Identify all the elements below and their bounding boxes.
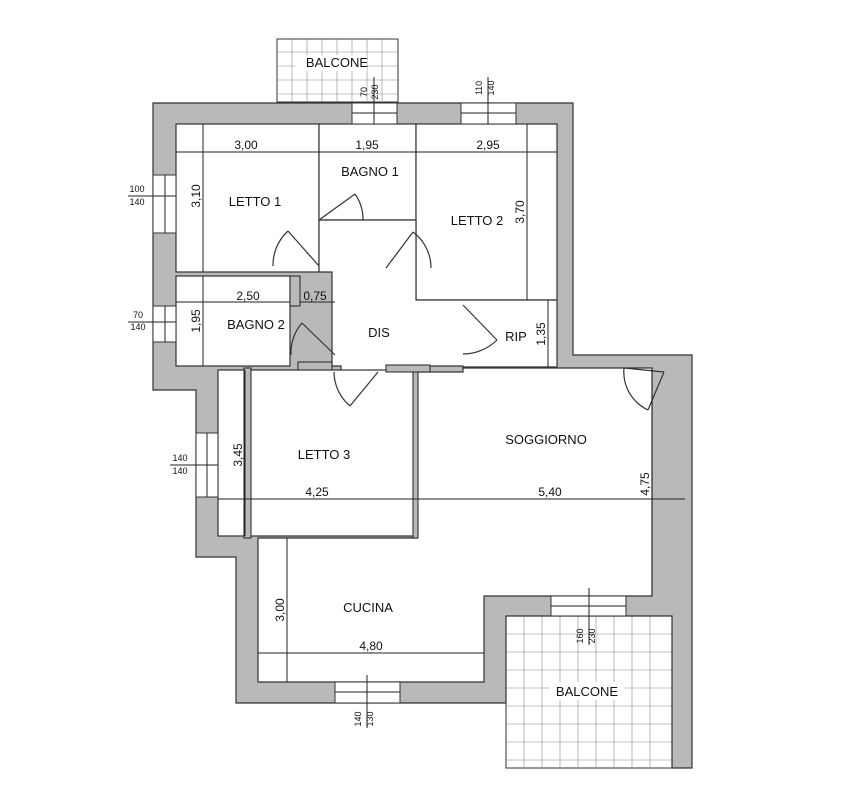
win-letto2-top: 110 <box>474 81 484 95</box>
win-soggiorno-bottom: 230 <box>587 628 597 643</box>
win-letto3-bottom: 140 <box>172 466 187 476</box>
win-bagno1-bottom: 230 <box>370 84 380 99</box>
win-cucina-bottom: 130 <box>365 711 375 726</box>
win-bagno2-top: 70 <box>133 310 143 320</box>
win-bagno1-top: 70 <box>359 87 369 97</box>
balcony-top <box>276 38 399 103</box>
win-cucina-top: 140 <box>353 711 363 726</box>
dim-bagno2-width: 2,50 <box>236 289 260 303</box>
dim-letto1-width: 3,00 <box>234 138 258 152</box>
room-label-letto-1: LETTO 1 <box>229 194 282 209</box>
room-label-soggiorno: SOGGIORNO <box>505 432 587 447</box>
dim-soggiorno-height: 4,75 <box>638 472 652 496</box>
doors <box>272 193 665 411</box>
room-label-cucina: CUCINA <box>343 600 393 615</box>
dim-bagno2-height: 1,95 <box>189 309 203 333</box>
room-label-letto-3: LETTO 3 <box>298 447 351 462</box>
room-label-balcone-bottom: BALCONE <box>556 684 618 699</box>
partition-walls <box>243 275 431 539</box>
win-letto1-top: 100 <box>129 184 144 194</box>
room-label-rip: RIP <box>505 329 527 344</box>
dim-letto2-width: 2,95 <box>476 138 500 152</box>
dim-rip-height: 1,35 <box>534 322 548 346</box>
dim-ripost-width: 0,75 <box>303 289 327 303</box>
win-letto2-bottom: 140 <box>486 80 496 95</box>
win-bagno2-bottom: 140 <box>130 322 145 332</box>
window-annotations: 70 230 110 140 100 140 70 140 140 140 16… <box>128 77 597 728</box>
room-label-bagno-1: BAGNO 1 <box>341 164 399 179</box>
dim-letto1-height: 3,10 <box>189 184 203 208</box>
win-soggiorno-top: 160 <box>575 628 585 643</box>
room-label-balcone-top: BALCONE <box>306 55 368 70</box>
dim-cucina-height: 3,00 <box>273 598 287 622</box>
dim-letto2-height: 3,70 <box>513 200 527 224</box>
dimension-lines <box>176 124 685 682</box>
win-letto1-bottom: 140 <box>129 197 144 207</box>
dim-cucina-width: 4,80 <box>359 639 383 653</box>
room-label-letto-2: LETTO 2 <box>451 213 504 228</box>
win-letto3-top: 140 <box>172 453 187 463</box>
dim-letto3-height: 3,45 <box>231 443 245 467</box>
room-label-dis: DIS <box>368 325 390 340</box>
dim-bagno1-width: 1,95 <box>355 138 379 152</box>
room-label-bagno-2: BAGNO 2 <box>227 317 285 332</box>
dim-letto3-width: 4,25 <box>305 485 329 499</box>
dim-soggiorno-width: 5,40 <box>538 485 562 499</box>
